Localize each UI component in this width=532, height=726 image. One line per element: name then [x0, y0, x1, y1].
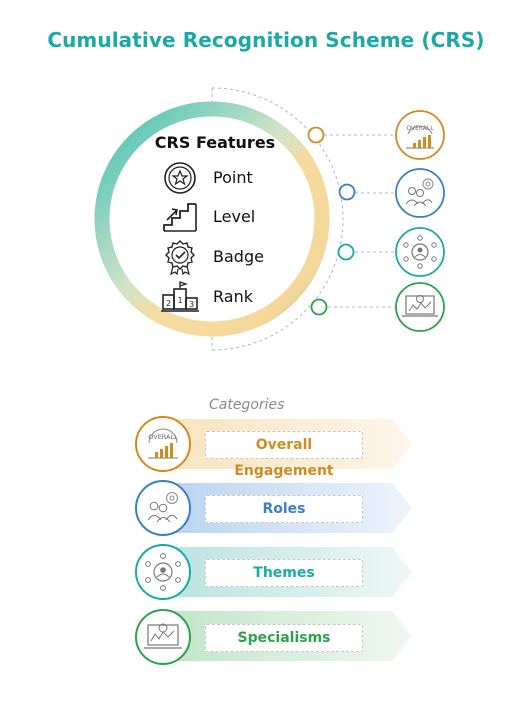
badge-rosette-icon	[165, 240, 195, 275]
right-icon-roles	[395, 168, 445, 218]
feature-label: Badge	[213, 247, 264, 266]
category-label-roles: Roles	[205, 495, 363, 523]
category-icon-specialisms	[135, 609, 191, 665]
star-medal-icon	[164, 162, 196, 194]
categories-heading: Categories	[209, 397, 285, 413]
feature-label: Level	[213, 207, 256, 226]
category-label-specialisms: Specialisms	[205, 624, 363, 652]
connector-dot-themes	[337, 243, 355, 261]
category-icon-overall: OVERALL	[135, 416, 191, 472]
svg-text:1: 1	[177, 296, 182, 305]
right-icon-specialisms	[395, 282, 445, 332]
svg-text:2: 2	[166, 299, 171, 308]
podium-icon: 1 2 3	[161, 281, 199, 312]
right-icon-themes	[395, 227, 445, 277]
connectors	[324, 134, 396, 308]
feature-rank: 1 2 3 Rank	[160, 279, 310, 315]
feature-point: Point	[160, 160, 310, 196]
feature-label: Point	[213, 168, 253, 187]
svg-text:3: 3	[189, 300, 194, 309]
feature-label: Rank	[213, 287, 253, 306]
connector-dot-specialisms	[310, 298, 328, 316]
right-icon-overall: OVERALL	[395, 110, 445, 160]
svg-text:OVERALL: OVERALL	[148, 433, 178, 441]
category-label-overall-engagement: Overall Engagement	[205, 431, 363, 479]
category-icon-themes	[135, 544, 191, 600]
page-title: Cumulative Recognition Scheme (CRS)	[47, 28, 485, 52]
svg-text:OVERALL: OVERALL	[406, 125, 434, 132]
feature-badge: Badge	[160, 239, 310, 275]
stairs-up-icon	[163, 203, 197, 232]
connector-dot-roles	[338, 183, 356, 201]
feature-level: Level	[160, 199, 310, 235]
category-icon-roles	[135, 480, 191, 536]
outer-dashed-arc	[211, 87, 344, 351]
connector-dot-overall	[307, 126, 325, 144]
features-heading: CRS Features	[154, 133, 276, 152]
category-label-themes: Themes	[205, 559, 363, 587]
